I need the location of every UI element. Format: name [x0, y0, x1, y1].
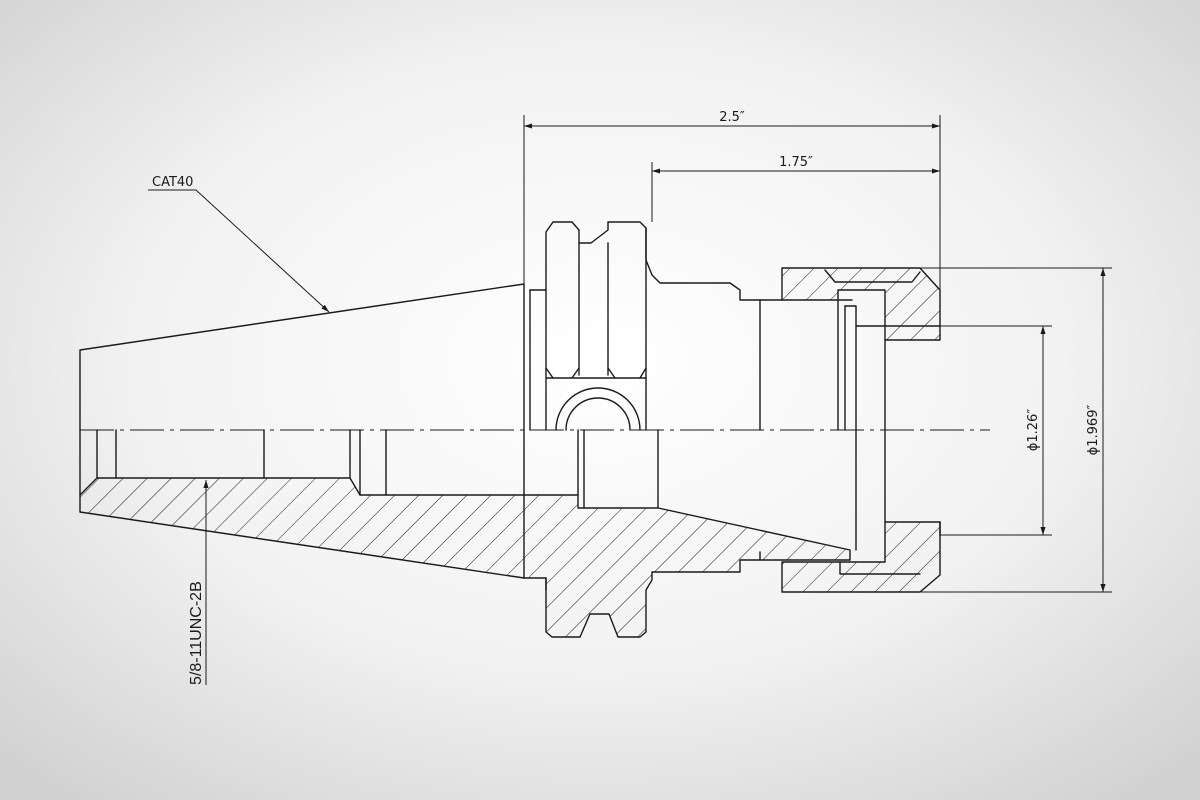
dimension-overall-length: 2.5″ — [523, 110, 941, 290]
dimension-nose-length: 1.75″ — [651, 155, 940, 222]
internal-bore — [577, 299, 886, 561]
dimension-bore-diameter: ϕ1.26″ — [940, 325, 1052, 536]
leader-thread: 5/8-11UNC-2B — [188, 480, 209, 685]
section-hatch — [80, 268, 940, 637]
leader-taper: CAT40 — [148, 175, 330, 313]
taper-label: CAT40 — [152, 175, 193, 190]
key-slot — [555, 387, 641, 431]
v-flange — [523, 221, 853, 638]
thread-label: 5/8-11UNC-2B — [188, 581, 205, 685]
dimension-outer-diameter: ϕ1.969″ — [920, 267, 1112, 593]
bore-diameter-label: ϕ1.26″ — [1026, 409, 1041, 452]
overall-length-label: 2.5″ — [719, 110, 745, 125]
outer-diameter-label: ϕ1.969″ — [1086, 405, 1101, 456]
nose-length-label: 1.75″ — [779, 155, 813, 170]
taper-shank — [79, 283, 579, 579]
